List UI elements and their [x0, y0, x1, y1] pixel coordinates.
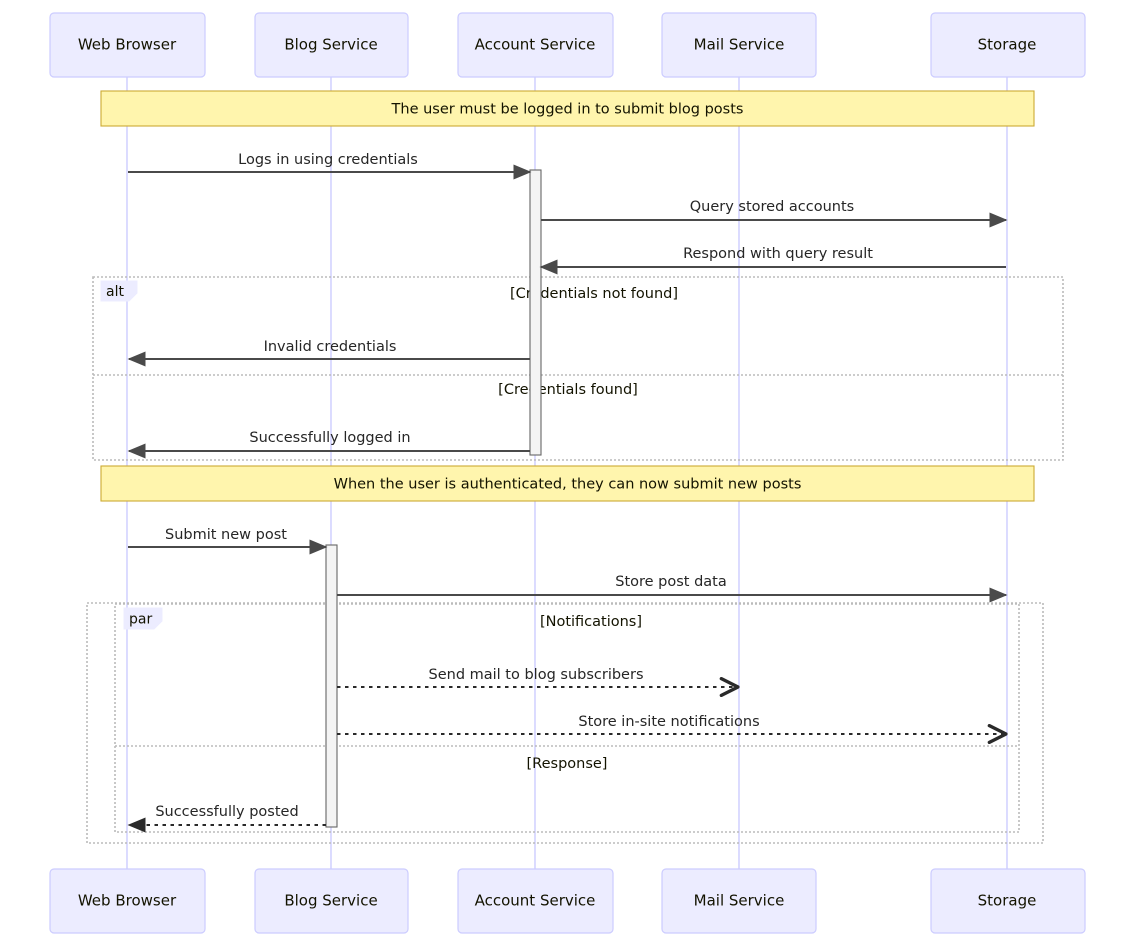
participant-account-actors-bottom[interactable]: Account Service — [457, 868, 614, 934]
participant-box-storage[interactable] — [930, 868, 1086, 934]
note-authenticated-text: When the user is authenticated, they can… — [334, 477, 802, 493]
participant-box-browser[interactable] — [49, 868, 206, 934]
par-notifications-condition-1: [Response] — [527, 756, 608, 772]
participant-label-storage: Storage — [978, 36, 1037, 54]
msg-submit-post-label: Submit new post — [165, 527, 287, 543]
participant-blog-actors-top[interactable]: Blog Service — [254, 12, 409, 78]
notes-layer: The user must be logged in to submit blo… — [100, 90, 1035, 502]
note-login-required-box — [100, 90, 1035, 127]
note-authenticated-box — [100, 465, 1035, 502]
participant-box-mail[interactable] — [661, 868, 817, 934]
participant-storage-actors-bottom[interactable]: Storage — [930, 868, 1086, 934]
participant-label-account: Account Service — [475, 892, 596, 910]
participant-box-account[interactable] — [457, 12, 614, 78]
msg-store-post: Store post data — [337, 574, 1008, 603]
participant-box-storage[interactable] — [930, 12, 1086, 78]
alt-credentials-tag-shape — [100, 280, 138, 302]
participant-box-account[interactable] — [457, 868, 614, 934]
participant-browser-actors-top[interactable]: Web Browser — [49, 12, 206, 78]
par-notifications-frame — [114, 603, 1020, 833]
participant-box-blog[interactable] — [254, 868, 409, 934]
participant-account-actors-top[interactable]: Account Service — [457, 12, 614, 78]
actors-bottom: Web Browser Blog Service Account Service Ma… — [49, 868, 1086, 934]
participant-mail-actors-bottom[interactable]: Mail Service — [661, 868, 817, 934]
participant-label-blog: Blog Service — [284, 36, 377, 54]
participant-label-browser: Web Browser — [78, 892, 177, 910]
par-notifications-tag-label: par — [129, 612, 152, 628]
msg-send-mail: Send mail to blog subscribers — [337, 667, 740, 697]
alt-credentials-condition-1: [Credentials found] — [498, 382, 638, 398]
participant-label-browser: Web Browser — [78, 36, 177, 54]
activation-account — [529, 169, 542, 456]
alt-credentials-condition-0: [Credentials not found] — [510, 286, 678, 302]
msg-submit-post: Submit new post — [128, 527, 328, 555]
participant-box-browser[interactable] — [49, 12, 206, 78]
msg-query-result: Respond with query result — [539, 246, 1006, 275]
participant-label-blog: Blog Service — [284, 892, 377, 910]
participant-label-mail: Mail Service — [694, 36, 785, 54]
msg-login-label: Logs in using credentials — [238, 152, 418, 168]
msg-invalid-credentials: Invalid credentials — [127, 339, 530, 367]
msg-send-mail-label: Send mail to blog subscribers — [429, 667, 644, 683]
actors-top: Web Browser Blog Service Account Service Ma… — [49, 12, 1086, 78]
msg-store-post-label: Store post data — [615, 574, 727, 590]
alt-credentials-frame — [92, 276, 1064, 461]
frames-layer: alt [Credentials not found] [Credentials f… — [86, 276, 1064, 844]
participant-mail-actors-top[interactable]: Mail Service — [661, 12, 817, 78]
msg-logged-in: Successfully logged in — [127, 430, 530, 459]
msg-store-notifications-label: Store in-site notifications — [578, 714, 759, 730]
msg-query-accounts: Query stored accounts — [541, 199, 1008, 228]
msg-store-notifications: Store in-site notifications — [337, 714, 1008, 744]
participant-label-mail: Mail Service — [694, 892, 785, 910]
activation-blog — [325, 544, 338, 828]
msg-logged-in-label: Successfully logged in — [249, 430, 410, 446]
participant-storage-actors-top[interactable]: Storage — [930, 12, 1086, 78]
participant-blog-actors-bottom[interactable]: Blog Service — [254, 868, 409, 934]
participant-box-mail[interactable] — [661, 12, 817, 78]
note-login-required: The user must be logged in to submit blo… — [100, 90, 1035, 127]
participant-label-account: Account Service — [475, 36, 596, 54]
participant-box-blog[interactable] — [254, 12, 409, 78]
alt-credentials-tag-label: alt — [106, 284, 124, 300]
par-notifications-outer-frame — [86, 602, 1044, 844]
msg-query-accounts-label: Query stored accounts — [690, 199, 854, 215]
msg-posted-label: Successfully posted — [155, 804, 298, 820]
msg-query-result-label: Respond with query result — [683, 246, 873, 262]
msg-posted: Successfully posted — [127, 804, 326, 833]
note-authenticated: When the user is authenticated, they can… — [100, 465, 1035, 502]
par-notifications: par [Notifications] [Response] — [114, 603, 1020, 833]
par-notifications-condition-0: [Notifications] — [540, 614, 642, 630]
participant-browser-actors-bottom[interactable]: Web Browser — [49, 868, 206, 934]
participant-label-storage: Storage — [978, 892, 1037, 910]
alt-credentials: alt [Credentials not found] [Credentials f… — [92, 276, 1064, 461]
par-notifications-tag-shape — [123, 607, 163, 630]
msg-login: Logs in using credentials — [128, 152, 532, 180]
msg-invalid-credentials-label: Invalid credentials — [264, 339, 397, 355]
note-login-required-text: The user must be logged in to submit blo… — [391, 102, 744, 118]
par-notifications-outer — [86, 602, 1044, 844]
